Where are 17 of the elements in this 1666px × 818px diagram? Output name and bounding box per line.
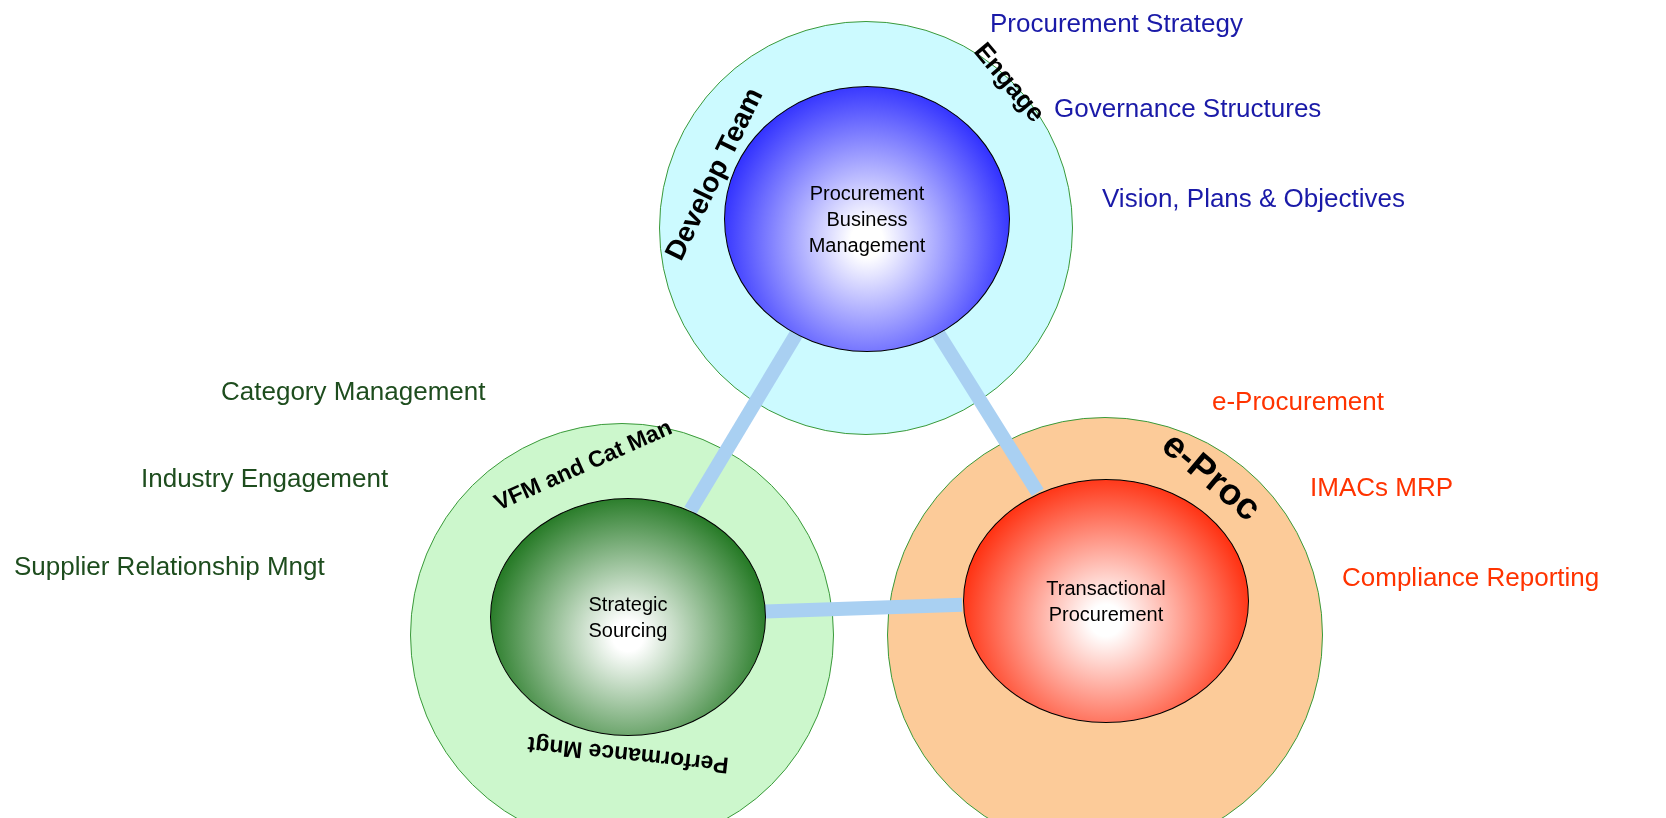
side-label: IMACs MRP bbox=[1310, 474, 1453, 500]
side-label: e-Procurement bbox=[1212, 388, 1384, 414]
side-label: Supplier Relationship Mngt bbox=[14, 553, 325, 579]
ring-title: VFM and Cat Man bbox=[490, 415, 676, 515]
side-label: Procurement Strategy bbox=[990, 10, 1243, 36]
circle-label: Transactional Procurement bbox=[1045, 576, 1167, 627]
ring-title: Performance Mngt bbox=[526, 733, 730, 777]
side-label: Category Management bbox=[221, 378, 486, 404]
side-label: Governance Structures bbox=[1054, 95, 1322, 121]
connector-bar bbox=[684, 330, 803, 514]
connector-bar bbox=[932, 329, 1044, 497]
circle-label: Strategic Sourcing bbox=[587, 592, 669, 643]
side-label: Compliance Reporting bbox=[1342, 564, 1600, 590]
connector-bar bbox=[764, 597, 963, 619]
side-label: Industry Engagement bbox=[141, 465, 389, 491]
side-label: Vision, Plans & Objectives bbox=[1102, 185, 1405, 211]
circle-label: Procurement Business Management bbox=[807, 181, 927, 258]
